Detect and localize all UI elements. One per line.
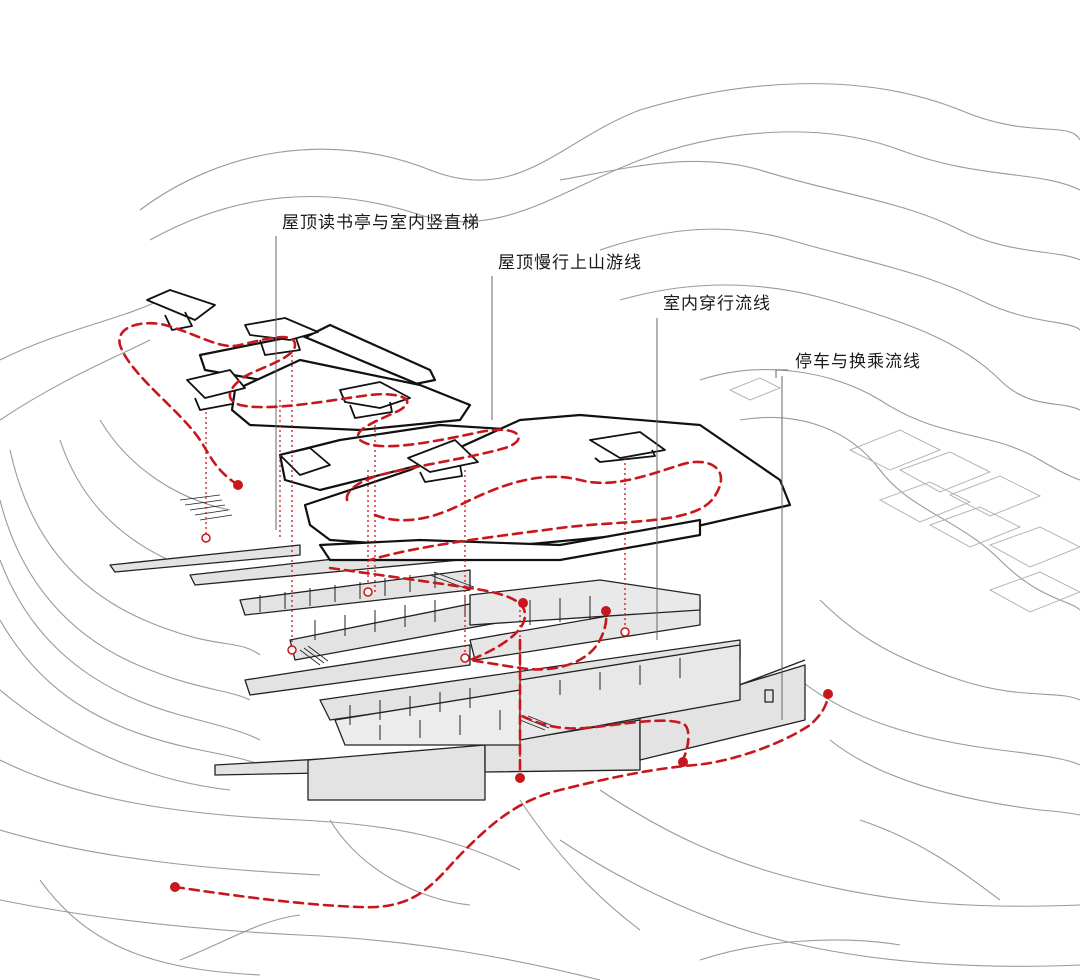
route-nodes [170, 480, 833, 892]
node-filled [170, 882, 180, 892]
route-rooftop-pavilion [118, 321, 520, 507]
node-filled [601, 606, 611, 616]
pavilions [146, 289, 666, 483]
building-walls [109, 544, 806, 801]
label-parking-transfer: 停车与换乘流线 [795, 352, 921, 372]
vertical-connectors [205, 355, 626, 778]
node-open [201, 533, 211, 543]
node-open [460, 653, 470, 663]
node-open [287, 645, 297, 655]
label-rooftop-slow-path: 屋顶慢行上山游线 [498, 253, 642, 273]
node-filled [515, 773, 525, 783]
node-filled [518, 598, 528, 608]
leader-lines [275, 236, 788, 720]
node-filled [678, 757, 688, 767]
route-parking [173, 693, 830, 909]
route-rooftop-slow-path [368, 460, 723, 562]
circulation-routes [118, 321, 830, 909]
node-filled [233, 480, 243, 490]
field-plots [728, 377, 1080, 613]
route-indoor-passage [328, 566, 608, 671]
node-filled [823, 689, 833, 699]
roof-plates [198, 323, 792, 562]
node-open [363, 587, 373, 597]
node-open [620, 627, 630, 637]
terrain-contours [0, 83, 1080, 980]
label-rooftop-reading-pavilion: 屋顶读书亭与室内竖直梯 [282, 213, 480, 233]
label-indoor-passage: 室内穿行流线 [663, 294, 771, 314]
